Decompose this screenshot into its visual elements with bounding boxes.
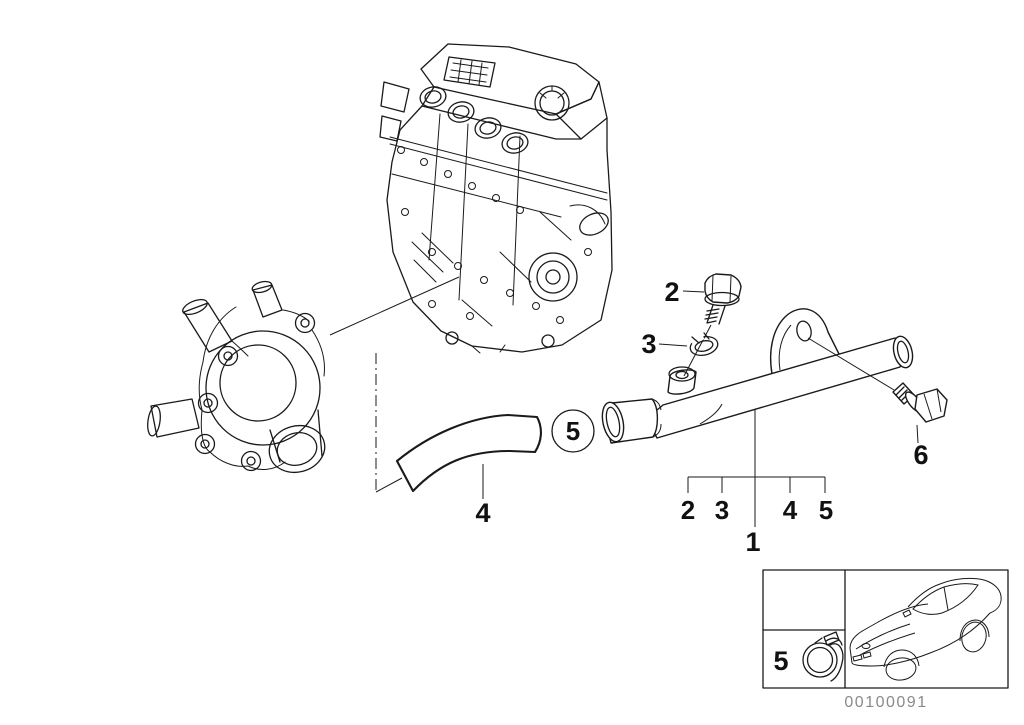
pump-volute	[205, 330, 321, 446]
bracket-item-3: 3	[715, 495, 729, 525]
callout-3-leader	[658, 343, 688, 347]
inset-box: 5	[762, 569, 1009, 689]
lock-washer-drawing: 3	[641, 329, 719, 359]
callout-1-label: 1	[745, 527, 760, 557]
callout-3-label: 3	[641, 329, 656, 359]
callout-2-label: 2	[664, 277, 679, 307]
water-pump-drawing	[147, 280, 326, 474]
clamp-callout-circle: 5	[551, 409, 595, 453]
pump-bolt-lugs	[194, 312, 316, 472]
valve-cover	[420, 43, 600, 115]
inset-clamp-label: 5	[773, 646, 788, 676]
bracket-item-2: 2	[681, 495, 695, 525]
bracket-lines	[687, 476, 826, 493]
callout-bracket: 2 3 4 5 1	[681, 476, 833, 557]
callout-6-label: 6	[913, 440, 928, 470]
hose-drawing: 4	[395, 413, 542, 528]
engine-drawing	[379, 43, 613, 354]
car-drawing	[849, 577, 1002, 681]
engine-bolt-holes	[397, 146, 592, 324]
projection-lines	[329, 276, 460, 493]
timing-cover	[528, 204, 609, 302]
inset-dividers	[762, 569, 846, 689]
hose-clamp-drawing	[802, 631, 844, 682]
bolt-side-drawing: 6	[807, 337, 948, 470]
pipe-mounting-boss	[667, 366, 697, 395]
bolt-side-assembly-axis	[807, 337, 895, 391]
callout-5-circled-label: 5	[566, 416, 580, 446]
bolt-top-drawing: 2	[664, 273, 742, 377]
water-pipe-drawing	[601, 308, 914, 527]
callout-6-leader	[916, 424, 919, 444]
callout-4-label: 4	[475, 498, 490, 528]
drawing-number: 00100091	[844, 694, 927, 711]
oil-filler-cap	[534, 85, 570, 121]
engine-block	[386, 105, 613, 353]
bracket-item-4: 4	[783, 495, 798, 525]
spark-plug-ports	[419, 86, 529, 154]
axis-to-hose-line	[375, 477, 403, 493]
pump-outlet	[268, 424, 326, 474]
bracket-item-5: 5	[819, 495, 833, 525]
engine-to-pump-line	[329, 276, 460, 336]
callout-2-leader	[682, 290, 705, 293]
